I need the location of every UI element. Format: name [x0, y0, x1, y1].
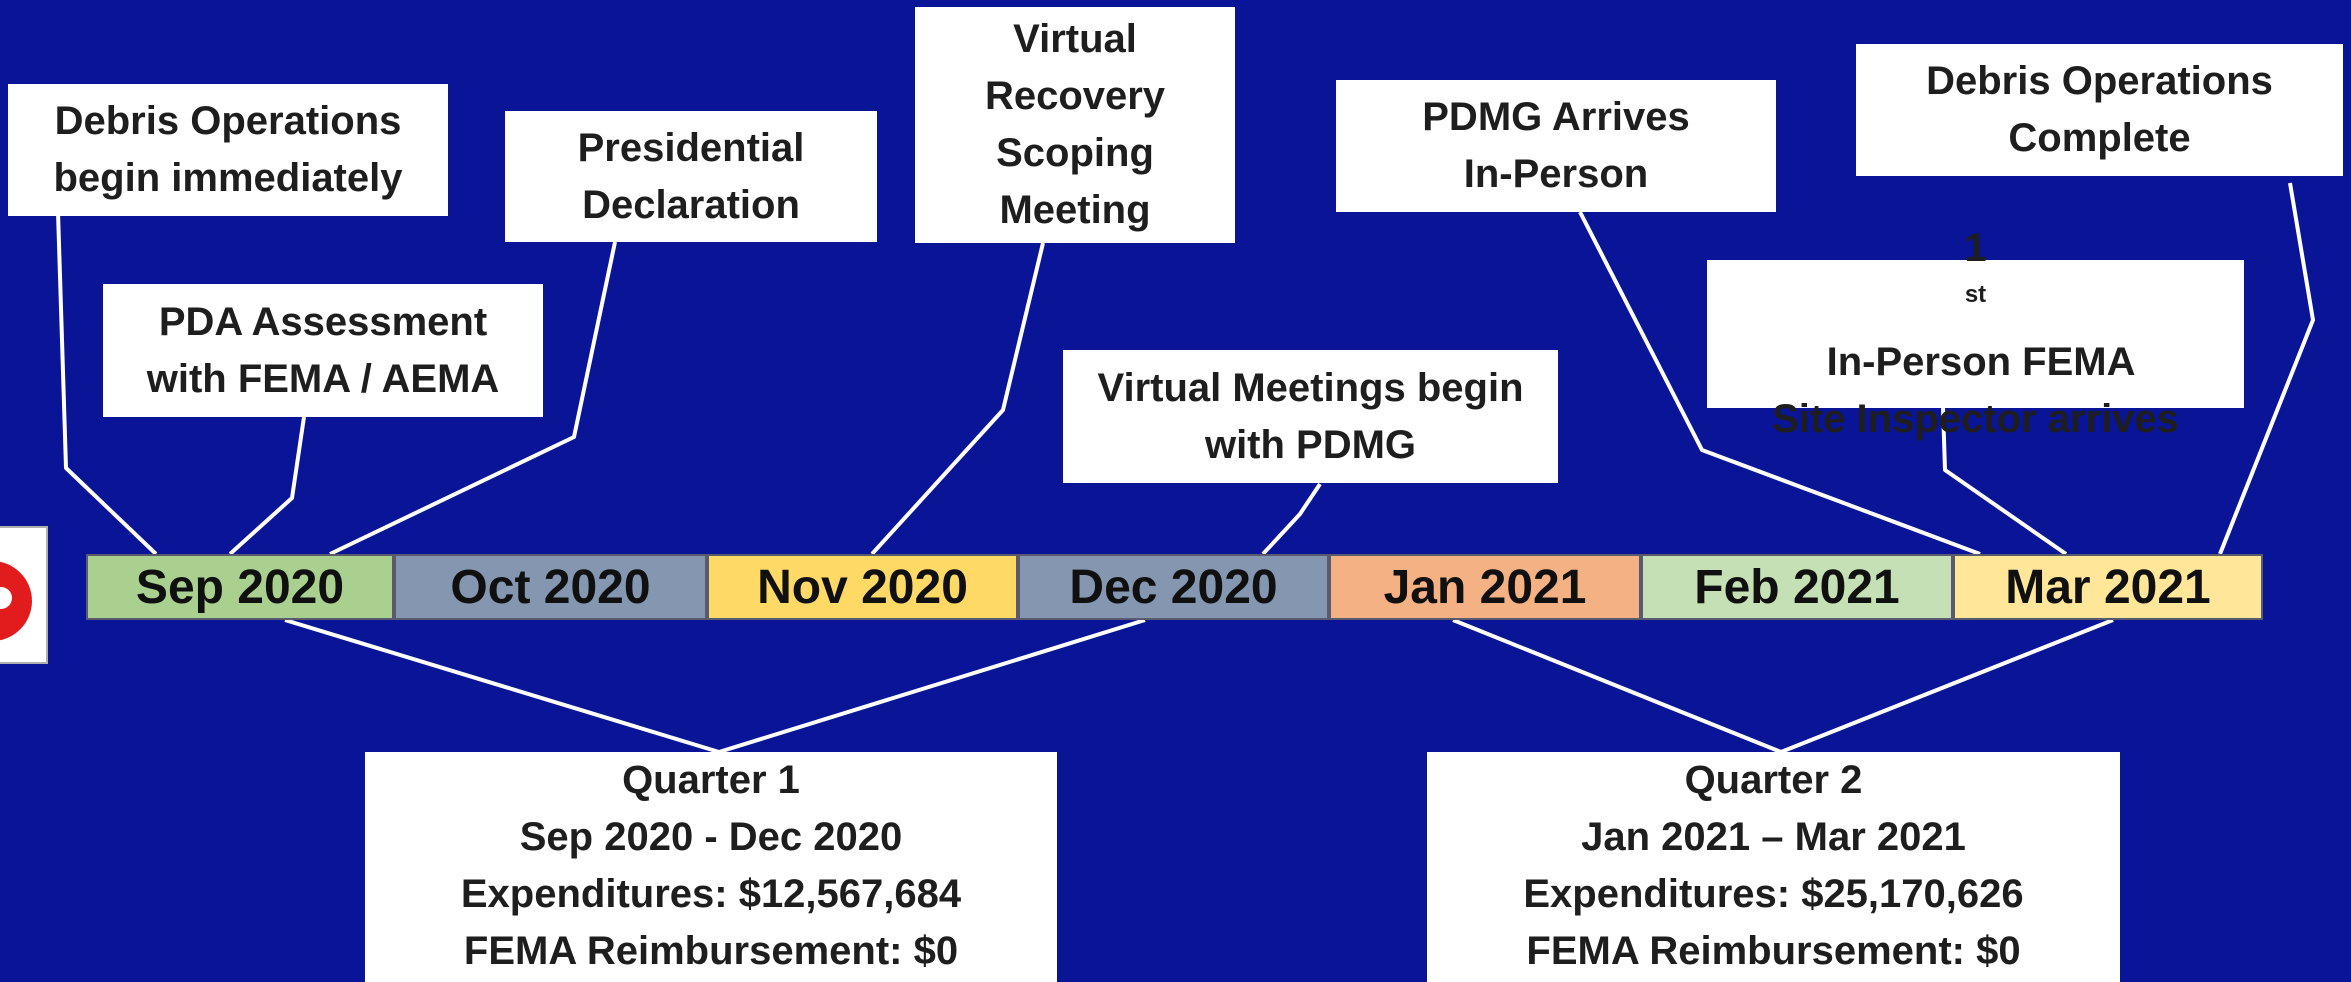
timeline-month-feb-2021: Feb 2021 [1641, 554, 1953, 620]
event-line: Virtual [1013, 17, 1137, 61]
connector-debris-complete [2218, 182, 2315, 555]
quarter-title: Quarter 1 [622, 758, 800, 802]
month-label: Mar 2021 [2005, 560, 2211, 614]
event-pdmg-arrives-in-person: PDMG Arrives In-Person [1336, 80, 1776, 212]
timeline-month-mar-2021: Mar 2021 [1953, 554, 2263, 620]
logo-mark-icon [0, 561, 32, 641]
connector-pdmg-arrives [1578, 211, 1981, 556]
event-line: In-Person [1463, 152, 1649, 196]
month-label: Feb 2021 [1694, 560, 1900, 614]
event-line: Site Inspector arrives [1772, 397, 2179, 441]
event-line: begin immediately [53, 156, 403, 200]
event-pda-assessment: PDA Assessment with FEMA / AEMA [103, 284, 543, 417]
event-line: Debris Operations [1926, 59, 2273, 103]
month-label: Dec 2020 [1069, 560, 1278, 614]
event-line: PDA Assessment [158, 299, 488, 344]
quarter-range: Jan 2021 – Mar 2021 [1581, 815, 1966, 859]
event-virtual-meetings-begin: Virtual Meetings begin with PDMG [1063, 350, 1558, 483]
event-line: Complete [2008, 116, 2191, 160]
event-debris-operations-begin: Debris Operations begin immediately [8, 84, 448, 216]
month-label: Nov 2020 [757, 560, 968, 614]
quarter-expenditures: Expenditures: $12,567,684 [460, 872, 962, 916]
event-line: Recovery [984, 74, 1166, 118]
event-line: with FEMA / AEMA [146, 356, 500, 401]
quarter-expenditures: Expenditures: $25,170,626 [1523, 872, 2024, 916]
timeline-month-sep-2020: Sep 2020 [86, 554, 394, 620]
month-label: Oct 2020 [450, 560, 651, 614]
event-line: PDMG Arrives [1422, 95, 1690, 139]
timeline-month-oct-2020: Oct 2020 [394, 554, 707, 620]
event-line: Scoping [996, 131, 1154, 175]
logo [0, 526, 48, 664]
connector-declaration [329, 241, 617, 556]
event-virtual-recovery-scoping-meeting: Virtual Recovery Scoping Meeting [915, 7, 1235, 243]
quarter-2-summary: Quarter 2 Jan 2021 – Mar 2021 Expenditur… [1427, 752, 2120, 982]
event-line: 1 st In-Person FEMA [1815, 220, 2136, 391]
connector-inspector [1941, 407, 2068, 556]
connector-quarter2 [1452, 618, 2114, 754]
connector-virtual-scoping [870, 242, 1045, 556]
ordinal-suffix: st [1964, 281, 1987, 308]
quarter-title: Quarter 2 [1684, 758, 1863, 802]
timeline-month-nov-2020: Nov 2020 [707, 554, 1018, 620]
event-line: Declaration [582, 182, 800, 227]
event-presidential-declaration: Presidential Declaration [505, 111, 877, 242]
event-line: Meeting [999, 188, 1151, 232]
event-line: Virtual Meetings begin [1097, 365, 1524, 410]
month-label: Jan 2021 [1383, 560, 1587, 614]
month-label: Sep 2020 [135, 560, 345, 614]
quarter-reimbursement: FEMA Reimbursement: $0 [1526, 929, 2021, 973]
connector-pda [228, 416, 306, 556]
quarter-1-summary: Quarter 1 Sep 2020 - Dec 2020 Expenditur… [365, 752, 1057, 982]
timeline-month-dec-2020: Dec 2020 [1018, 554, 1329, 620]
timeline-month-jan-2021: Jan 2021 [1329, 554, 1641, 620]
event-line: Presidential [577, 125, 805, 170]
event-fema-site-inspector-arrives: 1 st In-Person FEMA Site Inspector arrive… [1707, 226, 2244, 441]
event-debris-operations-complete: Debris Operations Complete [1856, 44, 2343, 176]
event-line-rest: In-Person FEMA [1815, 340, 2136, 384]
event-line: Debris Operations [54, 99, 402, 143]
connector-debris-begin [56, 211, 158, 556]
quarter-range: Sep 2020 - Dec 2020 [519, 815, 903, 859]
connector-virtual-meetings [1261, 482, 1322, 556]
event-line: with PDMG [1204, 422, 1417, 467]
connector-quarter1 [284, 618, 1146, 754]
ordinal-number: 1 [1964, 226, 1987, 270]
quarter-reimbursement: FEMA Reimbursement: $0 [463, 929, 959, 973]
